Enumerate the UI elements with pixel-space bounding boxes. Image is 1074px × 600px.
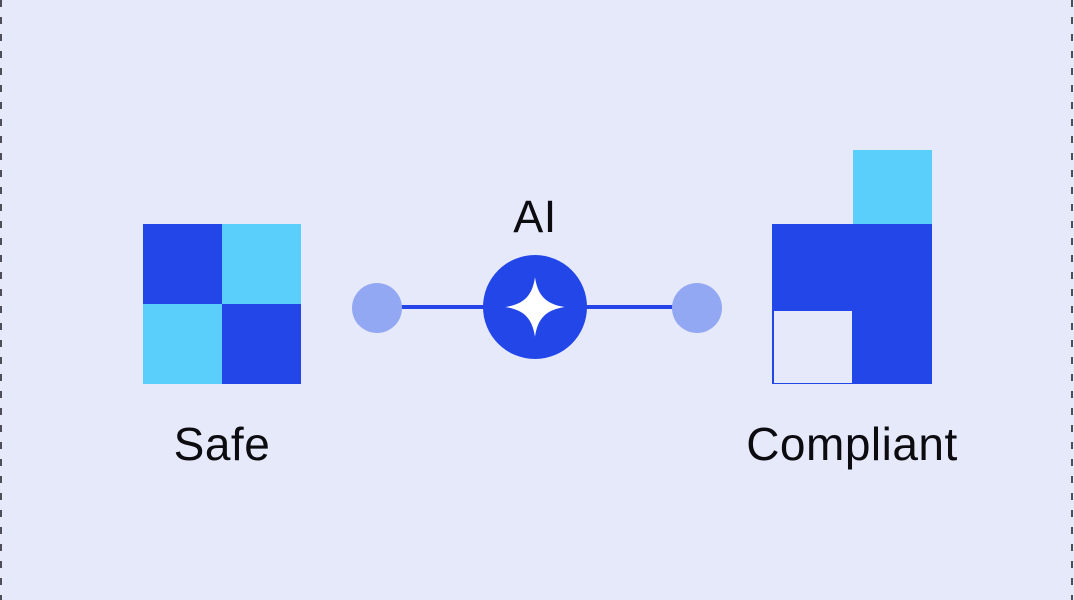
safe-checkerboard-graphic bbox=[143, 224, 301, 384]
right-connector-dot bbox=[672, 283, 722, 333]
sparkle-icon bbox=[505, 277, 565, 337]
safe-label: Safe bbox=[173, 418, 271, 470]
right-dashed-border bbox=[1071, 0, 1073, 600]
compliant-cyan-block bbox=[853, 150, 932, 224]
ai-label: AI bbox=[513, 191, 557, 242]
left-dashed-border bbox=[0, 0, 2, 600]
left-connector-dot bbox=[352, 283, 402, 333]
checker-cell-bottom-right bbox=[222, 304, 301, 384]
checker-cell-top-left bbox=[143, 224, 222, 304]
compliant-label: Compliant bbox=[746, 418, 958, 470]
checker-cell-top-right bbox=[222, 224, 301, 304]
checker-cell-bottom-left bbox=[143, 304, 222, 384]
ai-node-circle bbox=[483, 255, 587, 359]
compliant-cutout-block bbox=[774, 311, 852, 383]
